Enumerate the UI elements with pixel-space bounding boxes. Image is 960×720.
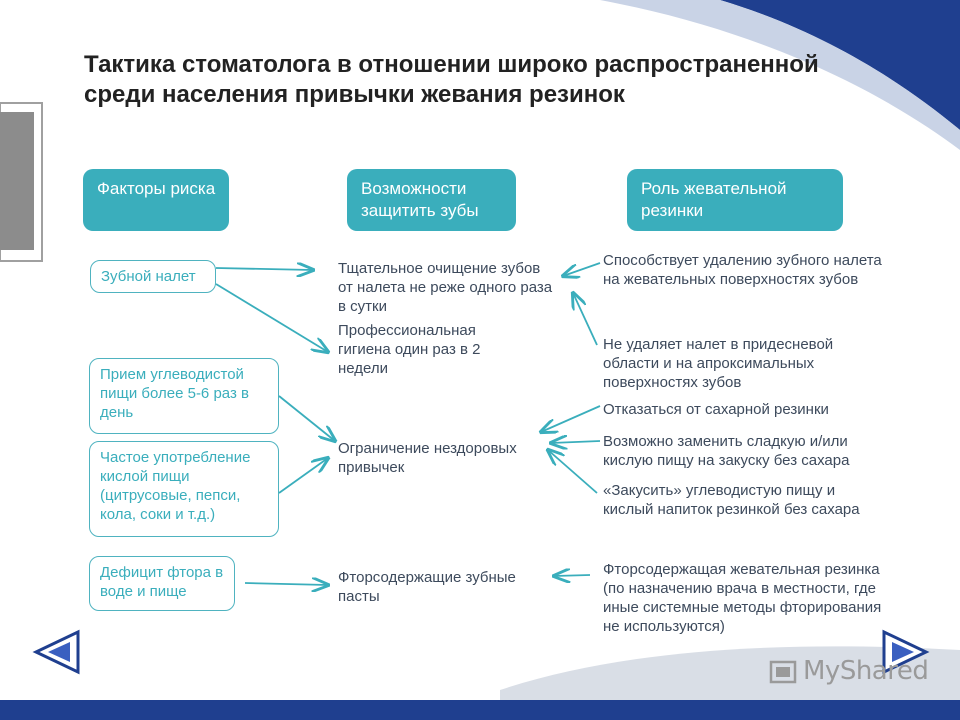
role-snack: «Закусить» углеводистую пищу и кислый на… — [603, 482, 860, 518]
arrow-carbs-limit — [278, 395, 335, 441]
arrow-replace-limit — [551, 441, 601, 443]
top-swoosh-light — [600, 0, 960, 150]
bottom-band-navy — [0, 700, 960, 720]
header-role: Роль жевательной резинки — [627, 169, 843, 231]
next-slide-button[interactable] — [880, 628, 932, 676]
next-arrow-inner-icon — [892, 642, 914, 662]
factor-fluoride: Дефицит фтора в воде и пище — [89, 556, 235, 611]
factor-acid: Частое употребление кислой пищи (цитрусо… — [89, 441, 279, 537]
role-fluor-gum: Фторсодержащая жевательная резинка (по н… — [603, 561, 882, 635]
prev-arrow-inner-icon — [48, 642, 70, 662]
factor-plaque: Зубной налет — [90, 260, 216, 293]
arrow-acid-limit — [278, 458, 328, 494]
left-gray-bar — [0, 112, 34, 250]
header-factors: Факторы риска — [83, 169, 229, 231]
factor-carbs: Прием углеводистой пищи более 5-6 раз в … — [89, 358, 279, 434]
protect-hygiene: Профессиональная гигиена один раз в 2 не… — [338, 322, 481, 377]
arrow-fluorgum-paste — [554, 575, 591, 576]
arrow-plaque-hygiene — [215, 283, 328, 352]
role-not-removes: Не удаляет налет в придесневой области и… — [603, 336, 834, 391]
protect-paste: Фторсодержащие зубные пасты — [338, 569, 516, 605]
top-swoosh-navy — [720, 0, 960, 130]
role-removes: Способствует удалению зубного налета на … — [603, 252, 882, 288]
protect-cleaning: Тщательное очищение зубов от налета не р… — [338, 260, 553, 315]
arrow-plaque-cleaning — [215, 268, 313, 270]
slide-title: Тактика стоматолога в отношении широко р… — [84, 51, 819, 108]
arrow-notremoves-cleaning — [573, 293, 598, 346]
logo-icon — [769, 660, 797, 684]
prev-slide-button[interactable] — [30, 628, 82, 676]
role-replace: Возможно заменить сладкую и/или кислую п… — [603, 433, 850, 469]
role-refuse: Отказаться от сахарной резинки — [603, 401, 829, 418]
protect-limit: Ограничение нездоровых привычек — [338, 440, 517, 476]
arrow-fluoride-paste — [244, 583, 328, 585]
header-protect: Возможности защитить зубы — [347, 169, 516, 231]
arrow-removes-cleaning — [563, 262, 601, 276]
arrow-snack-limit — [548, 450, 598, 494]
logo-text: MyShared — [803, 656, 929, 686]
arrow-refuse-limit — [541, 405, 601, 432]
